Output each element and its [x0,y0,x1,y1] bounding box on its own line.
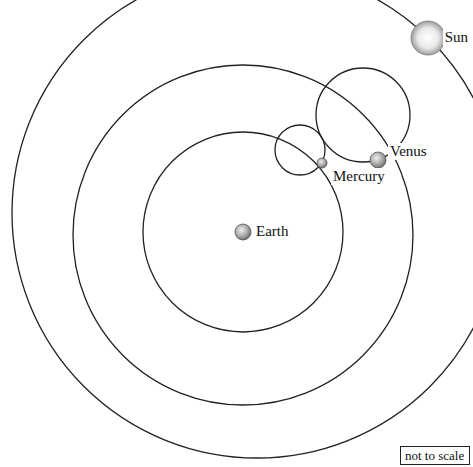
earth-label: Earth [254,223,290,240]
sun-orbit [12,0,473,458]
venus-deferent [73,65,413,405]
note-box: not to scale [400,446,470,465]
mercury-symbol [317,158,327,168]
venus-symbol [370,152,386,168]
sun-symbol [411,21,445,55]
sun-label: Sun [443,29,470,46]
venus-label: Venus [388,143,429,160]
mercury-label: Mercury [331,168,387,185]
mercury-deferent [143,132,343,332]
note-text: not to scale [405,448,465,463]
earth-symbol [235,224,251,240]
mercury-epicycle [275,125,325,175]
